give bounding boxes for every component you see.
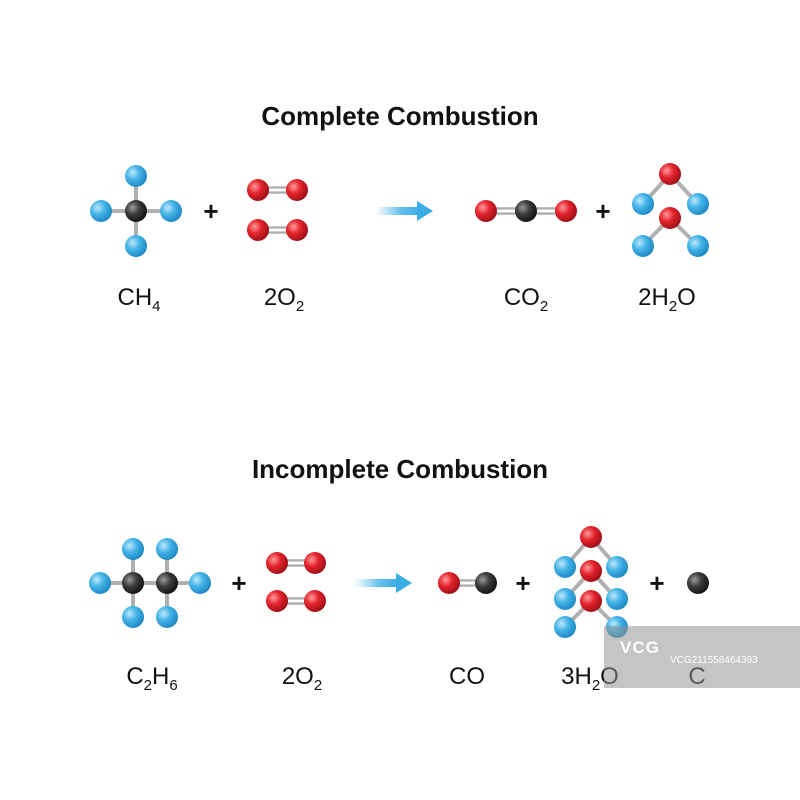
watermark-logo: VCG [620, 638, 660, 657]
c2h6-carbon-atom [156, 572, 178, 594]
title-complete-combustion: Complete Combustion [261, 101, 539, 131]
h2o-oxygen-atom [580, 590, 602, 612]
atom-layer [89, 163, 709, 638]
h2o-hydrogen-atom [554, 556, 576, 578]
formula-2o2-complete: 2O2 [263, 284, 305, 315]
o2-oxygen-atom [304, 590, 326, 612]
ch4-hydrogen-atom [160, 200, 182, 222]
formula-co: CO [449, 663, 485, 690]
h2o-oxygen-atom [580, 560, 602, 582]
co2-carbon-atom [515, 200, 537, 222]
c2h6-hydrogen-atom [189, 572, 211, 594]
c2h6-hydrogen-atom [122, 606, 144, 628]
plus-sign: + [203, 196, 218, 226]
ch4-hydrogen-atom [90, 200, 112, 222]
ch4-carbon-atom [125, 200, 147, 222]
o2-oxygen-atom [247, 179, 269, 201]
formula-2h2o: 2H2O [638, 284, 696, 315]
o2-oxygen-atom [266, 552, 288, 574]
co-oxygen-atom [438, 572, 460, 594]
co-carbon-atom [475, 572, 497, 594]
formula-co2: CO2 [503, 284, 549, 315]
plus-sign: + [595, 196, 610, 226]
formula-ch4: CH4 [117, 284, 161, 315]
h2o-oxygen-atom [659, 163, 681, 185]
c2h6-hydrogen-atom [122, 538, 144, 560]
o2-oxygen-atom [247, 219, 269, 241]
watermark: VCG VCG211558464393 [604, 626, 800, 688]
h2o-hydrogen-atom [606, 588, 628, 610]
c2h6-hydrogen-atom [156, 538, 178, 560]
c2h6-hydrogen-atom [89, 572, 111, 594]
plus-sign: + [649, 568, 664, 598]
formula-2o2-incomplete: 2O2 [281, 663, 323, 694]
sign-layer: + + + + + [203, 196, 664, 598]
h2o-oxygen-atom [659, 207, 681, 229]
reaction-arrow-complete [376, 201, 433, 221]
plus-sign: + [515, 568, 530, 598]
h2o-hydrogen-atom [632, 193, 654, 215]
h2o-oxygen-atom [580, 526, 602, 548]
o2-oxygen-atom [286, 179, 308, 201]
h2o-hydrogen-atom [687, 193, 709, 215]
o2-oxygen-atom [266, 590, 288, 612]
h2o-hydrogen-atom [606, 556, 628, 578]
o2-oxygen-atom [286, 219, 308, 241]
o2-oxygen-atom [304, 552, 326, 574]
co2-oxygen-atom [555, 200, 577, 222]
h2o-hydrogen-atom [554, 588, 576, 610]
title-incomplete-combustion: Incomplete Combustion [251, 454, 549, 484]
ch4-hydrogen-atom [125, 165, 147, 187]
reaction-arrow-incomplete [354, 573, 412, 593]
h2o-hydrogen-atom [687, 235, 709, 257]
c2h6-hydrogen-atom [156, 606, 178, 628]
h2o-hydrogen-atom [554, 616, 576, 638]
c2h6-carbon-atom [122, 572, 144, 594]
formula-c2h6: C2H6 [126, 663, 178, 694]
plus-sign: + [231, 568, 246, 598]
co2-oxygen-atom [475, 200, 497, 222]
carbon-atom [687, 572, 709, 594]
ch4-hydrogen-atom [125, 235, 147, 257]
h2o-hydrogen-atom [632, 235, 654, 257]
watermark-id: VCG211558464393 [670, 655, 758, 666]
bond-layer [98, 172, 700, 629]
